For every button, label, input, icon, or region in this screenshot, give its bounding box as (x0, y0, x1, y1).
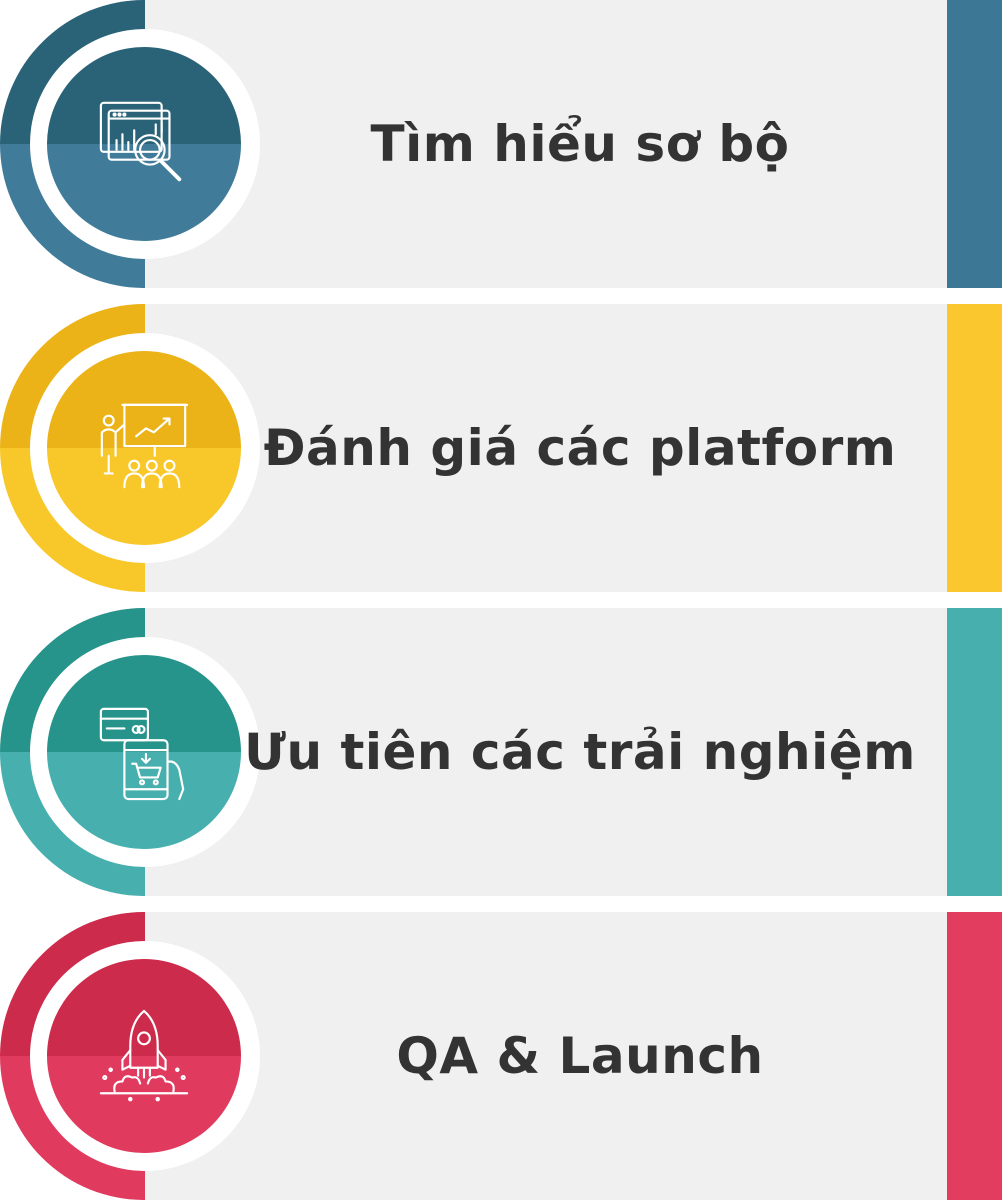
presentation-audience-icon (100, 403, 189, 489)
step-badge (0, 0, 260, 288)
step-badge (0, 608, 260, 896)
mobile-shopping-icon (99, 707, 185, 801)
step-item-4: QA & Launch (0, 912, 1002, 1200)
step-color-bar (947, 608, 1002, 896)
step-badge (0, 912, 260, 1200)
step-color-bar (947, 912, 1002, 1200)
step-card (145, 912, 947, 1200)
step-color-bar (947, 304, 1002, 592)
step-label: QA & Launch (396, 1027, 764, 1085)
step-label: Tìm hiểu sơ bộ (370, 115, 790, 173)
step-card (145, 304, 947, 592)
step-card (145, 608, 947, 896)
step-item-2: Đánh giá các platform (0, 304, 1002, 592)
rocket-launch-icon (99, 1009, 189, 1102)
step-label: Ưu tiên các trải nghiệm (244, 723, 916, 781)
analytics-magnifier-icon (99, 101, 182, 182)
step-item-1: Tìm hiểu sơ bộ (0, 0, 1002, 288)
step-item-3: Ưu tiên các trải nghiệm (0, 608, 1002, 896)
step-badge (0, 304, 260, 592)
step-card (145, 0, 947, 288)
step-color-bar (947, 0, 1002, 288)
step-label: Đánh giá các platform (263, 419, 897, 477)
